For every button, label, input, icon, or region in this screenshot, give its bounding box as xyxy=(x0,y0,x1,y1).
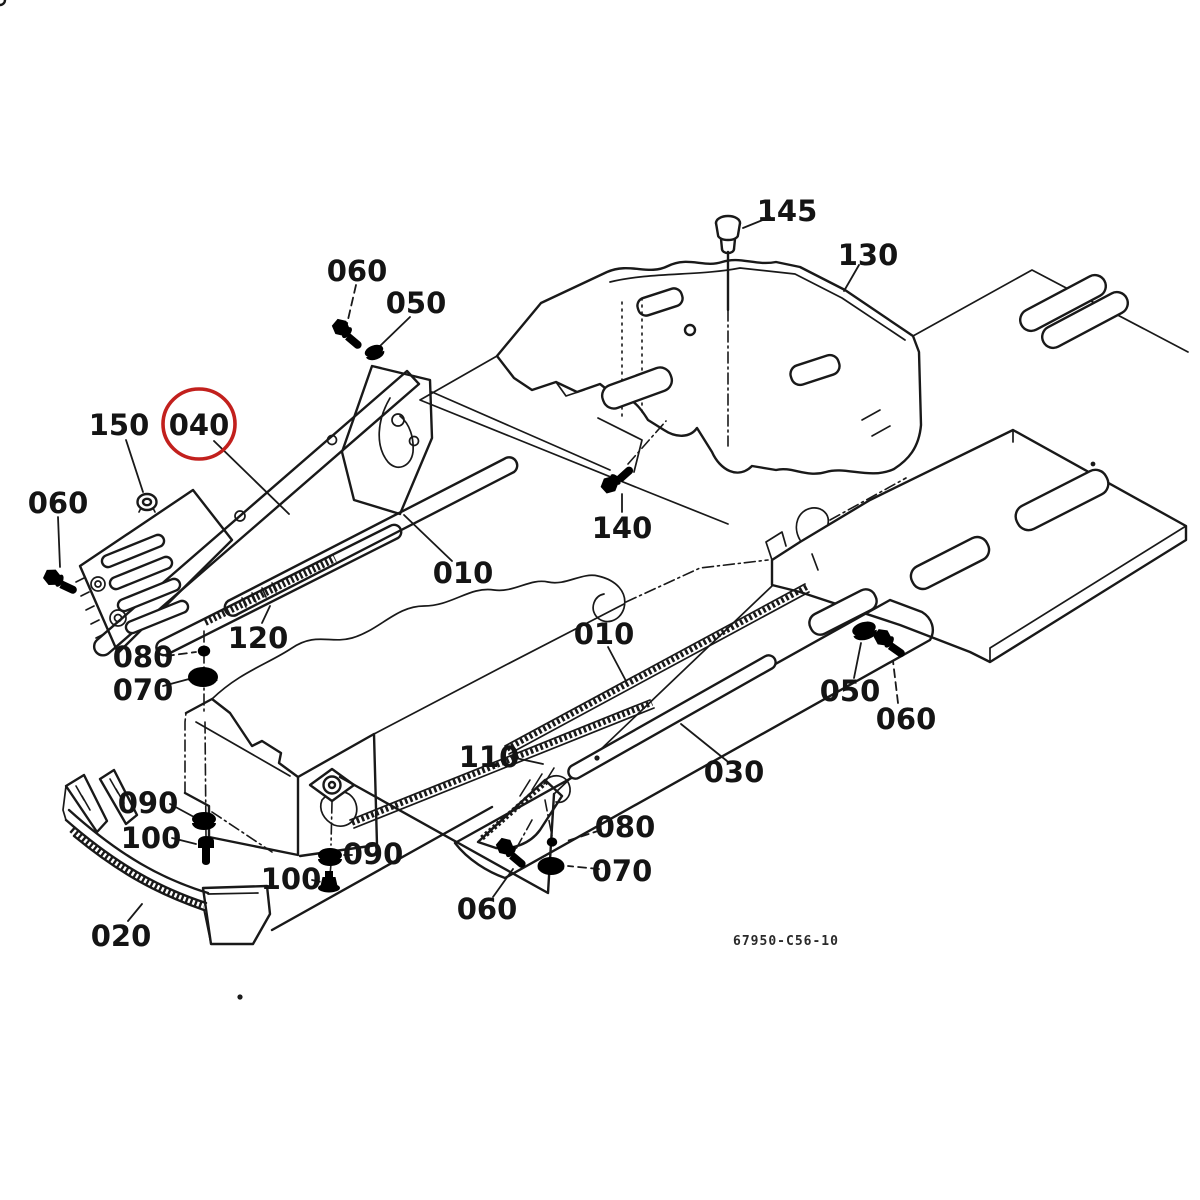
label-part-140: 140 xyxy=(592,511,653,545)
label-part-090-left: 090 xyxy=(118,786,179,820)
washer-050-right xyxy=(850,619,879,643)
label-part-080-right: 080 xyxy=(595,810,656,844)
strip-110 xyxy=(349,699,655,829)
label-part-090-right: 090 xyxy=(343,837,404,871)
label-part-130: 130 xyxy=(838,238,899,272)
drawing-code: 67950-C56-10 xyxy=(733,934,839,949)
washer-090-right xyxy=(318,848,342,866)
label-part-030: 030 xyxy=(704,755,765,789)
diamond-hole xyxy=(308,767,356,803)
strip-010-lower xyxy=(504,583,810,755)
grille-020 xyxy=(62,768,272,946)
label-part-010-lower: 010 xyxy=(574,617,635,651)
line-art xyxy=(0,0,1189,1000)
wingnut-100-right xyxy=(318,871,340,893)
panel-030 xyxy=(453,598,934,880)
bolt-140 xyxy=(597,459,637,497)
label-part-100-left: 100 xyxy=(121,821,182,855)
label-part-070-left: 070 xyxy=(113,673,174,707)
label-part-110: 110 xyxy=(459,740,520,774)
label-part-050-right: 050 xyxy=(820,674,881,708)
washer-090-left xyxy=(192,812,216,830)
louver-panel xyxy=(78,488,234,655)
grommet-070-left xyxy=(188,667,218,687)
screw-100-left xyxy=(198,836,214,865)
label-part-145: 145 xyxy=(757,194,818,228)
bolt-060-top xyxy=(329,315,368,352)
label-part-050-top: 050 xyxy=(386,286,447,320)
strip-120 xyxy=(155,523,403,657)
label-part-120: 120 xyxy=(228,621,289,655)
nut-080-left xyxy=(197,645,211,657)
label-part-020: 020 xyxy=(91,919,152,953)
label-part-040: 040 xyxy=(169,408,230,442)
highlight-circle xyxy=(161,387,237,461)
label-part-150: 150 xyxy=(89,408,150,442)
grommet-150 xyxy=(136,492,158,513)
bolt-060-left xyxy=(41,566,82,597)
label-part-060-top: 060 xyxy=(327,254,388,288)
grommet-070-right xyxy=(537,857,565,875)
label-part-100-right: 100 xyxy=(261,862,322,896)
label-part-060-right: 060 xyxy=(876,702,937,736)
washer-050-top xyxy=(363,342,387,363)
label-part-070-right: 070 xyxy=(592,854,653,888)
label-part-080-left: 080 xyxy=(113,640,174,674)
console-box xyxy=(183,697,300,857)
knob-145 xyxy=(714,214,742,255)
panel-130-outline xyxy=(495,258,923,475)
label-part-060-bottom: 060 xyxy=(457,892,518,926)
label-part-060-left: 060 xyxy=(28,486,89,520)
leader-lines xyxy=(57,216,899,922)
nut-080-right xyxy=(546,837,558,847)
label-part-010-upper: 010 xyxy=(433,556,494,590)
